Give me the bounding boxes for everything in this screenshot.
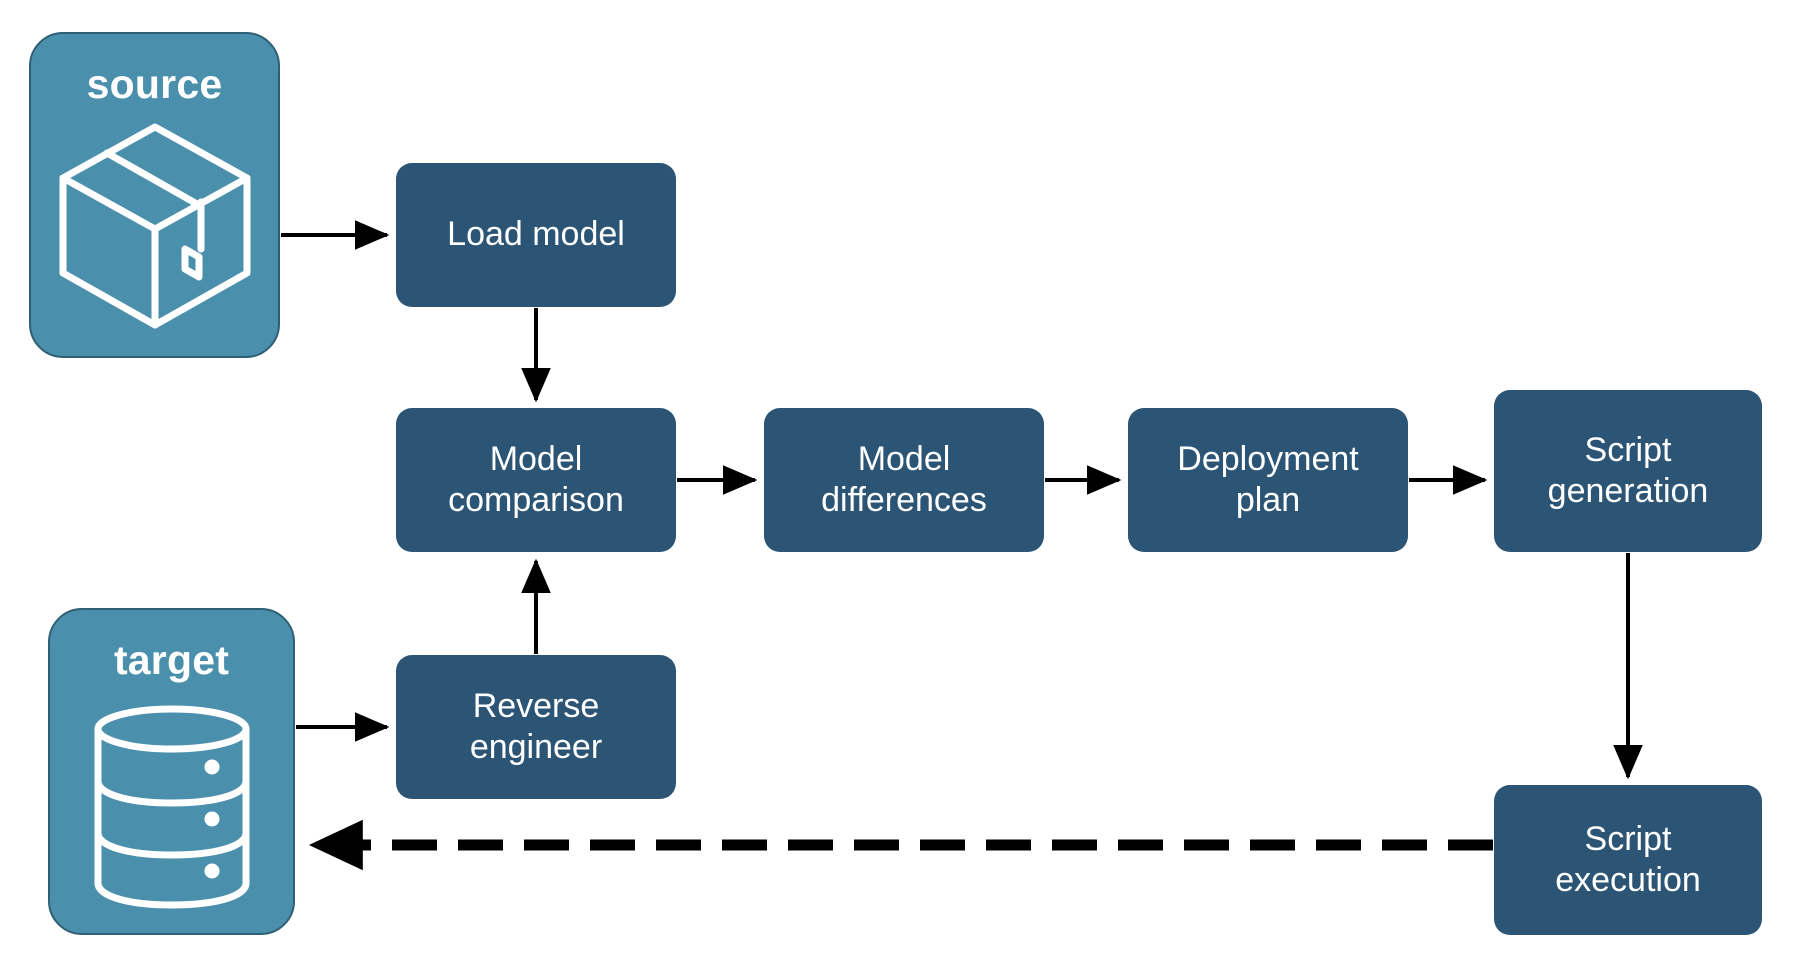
process-load-model-label: Load model [447,215,625,254]
process-model-differences-label: Model differences [821,439,987,519]
process-reverse-engineer-label: Reverse engineer [469,686,603,766]
process-script-execution-label: Script execution [1555,819,1701,899]
process-model-comparison-label: Model comparison [448,439,624,519]
database-cylinder-icon [92,703,252,914]
process-model-differences[interactable]: Model differences [764,408,1044,552]
endpoint-target-label: target [113,637,230,683]
process-deployment-plan-label: Deployment plan [1177,439,1359,519]
process-deployment-plan[interactable]: Deployment plan [1128,408,1408,552]
endpoint-target[interactable]: target [48,608,295,935]
process-script-generation-label: Script generation [1547,430,1709,510]
process-script-generation[interactable]: Script generation [1494,390,1762,552]
process-script-execution[interactable]: Script execution [1494,785,1762,935]
package-box-icon [57,121,253,336]
process-reverse-engineer[interactable]: Reverse engineer [396,655,676,799]
endpoint-source-label: source [86,61,223,107]
process-load-model[interactable]: Load model [396,163,676,307]
endpoint-source[interactable]: source [29,32,280,358]
process-model-comparison[interactable]: Model comparison [396,408,676,552]
